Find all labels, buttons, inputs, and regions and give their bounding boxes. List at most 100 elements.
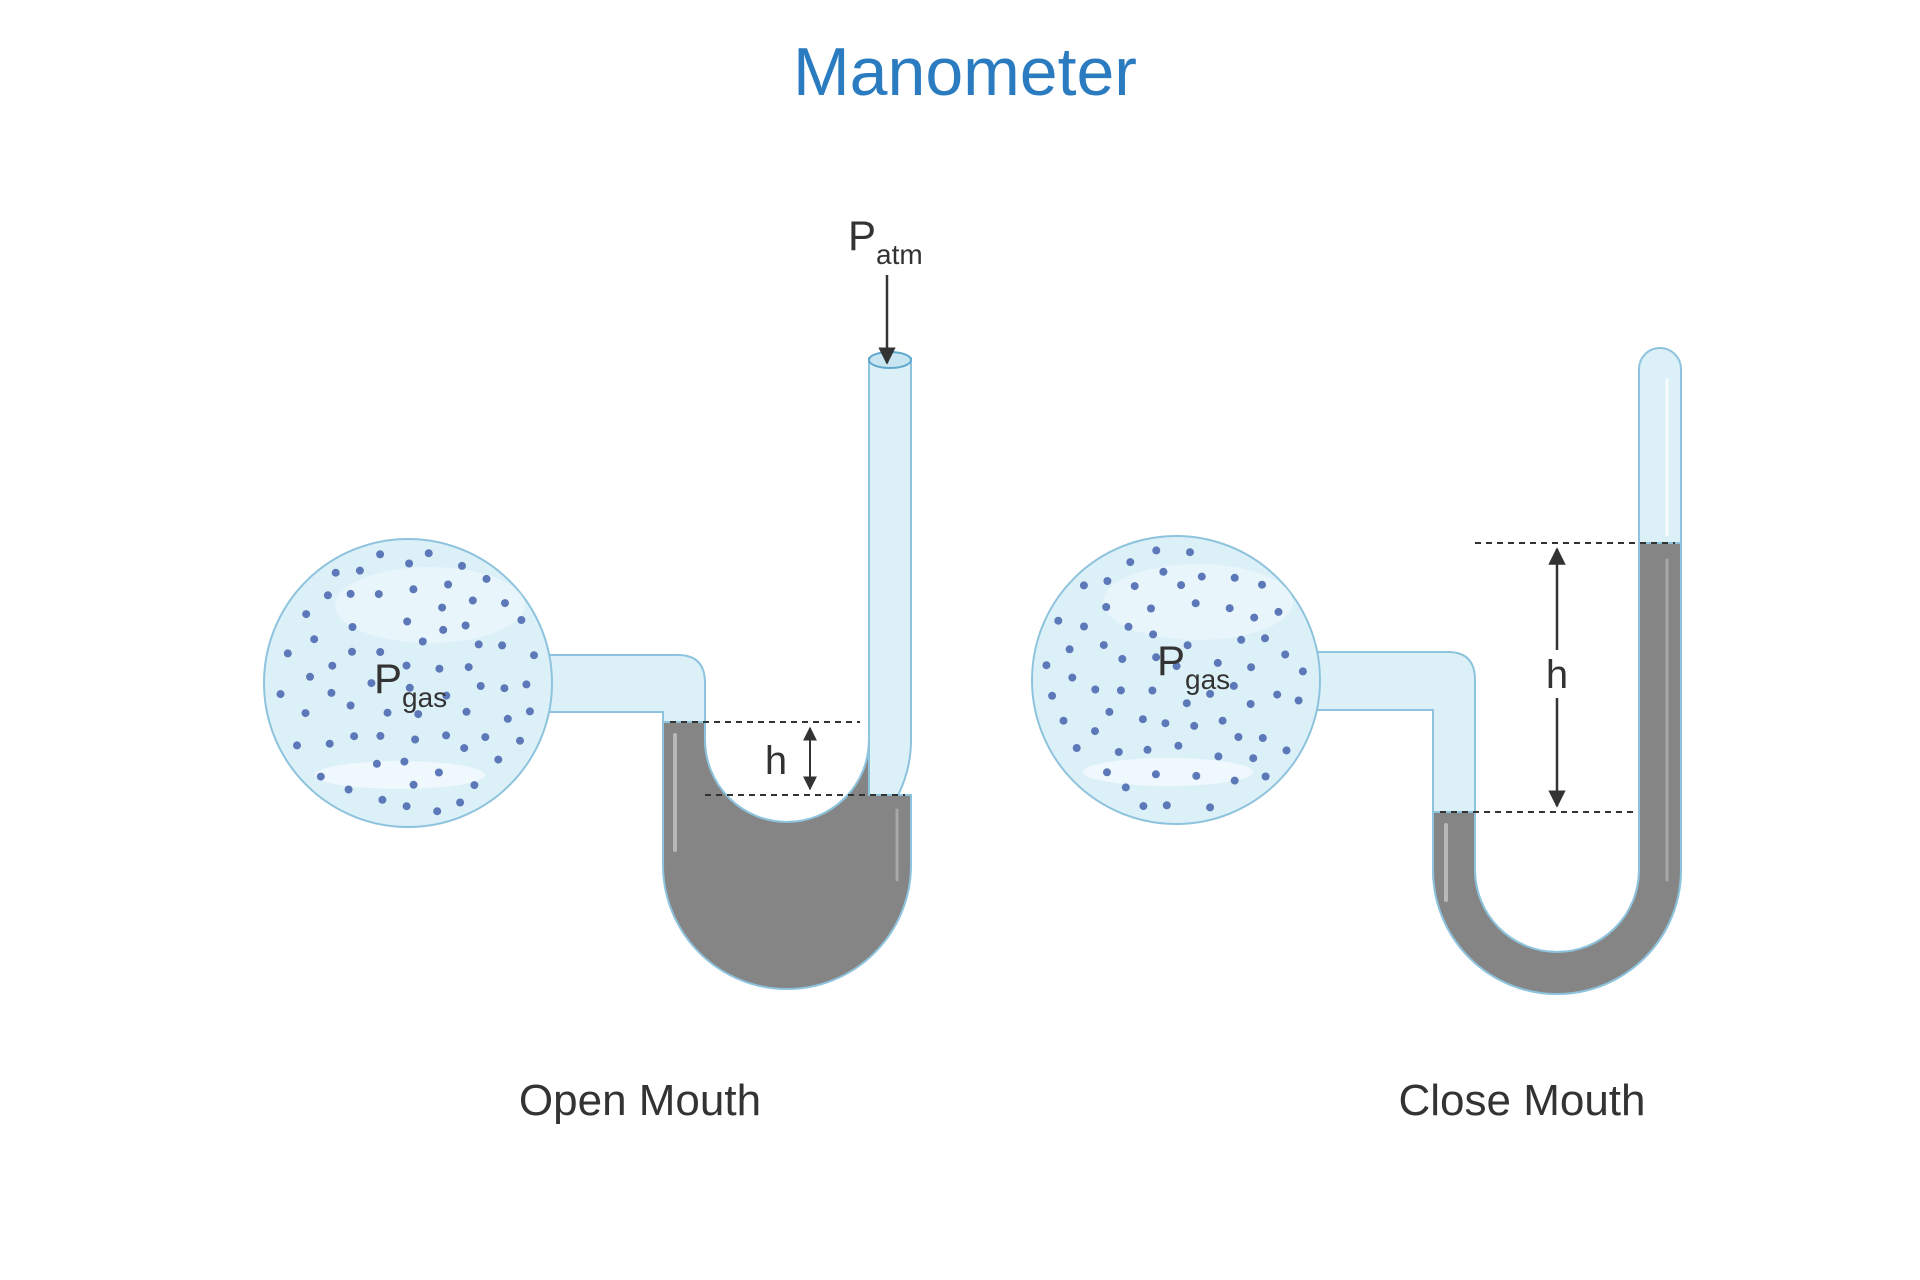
open-gas-molecule bbox=[458, 561, 466, 570]
close-gas-molecule bbox=[1121, 783, 1130, 792]
close-gas-molecule bbox=[1206, 689, 1215, 698]
close-gas-molecule bbox=[1126, 558, 1135, 567]
open-gas-molecule bbox=[405, 559, 414, 568]
close-manometer-mercury bbox=[1432, 542, 1682, 995]
close-gas-molecule bbox=[1172, 662, 1181, 671]
open-gas-molecule bbox=[405, 683, 414, 692]
close-gas-molecule bbox=[1249, 754, 1258, 763]
open-gas-label-main: P bbox=[374, 655, 402, 702]
close-gas-molecule bbox=[1091, 727, 1099, 736]
close-gas-molecule bbox=[1103, 577, 1112, 585]
open-gas-molecule bbox=[481, 733, 490, 742]
open-gas-molecule bbox=[482, 574, 491, 583]
open-gas-molecule bbox=[372, 759, 381, 768]
open-gas-molecule bbox=[350, 732, 359, 741]
close-gas-molecule bbox=[1294, 696, 1303, 705]
close-gas-molecule bbox=[1250, 613, 1259, 622]
close-gas-molecule bbox=[1261, 772, 1270, 781]
open-gas-molecule bbox=[409, 780, 418, 789]
open-height-label: h bbox=[765, 739, 787, 783]
open-gas-molecule bbox=[434, 768, 443, 777]
atm-label-sub: atm bbox=[876, 239, 923, 270]
close-gas-molecule bbox=[1152, 546, 1161, 555]
close-gas-molecule bbox=[1065, 645, 1074, 654]
close-gas-molecule bbox=[1161, 719, 1170, 728]
close-gas-molecule bbox=[1230, 776, 1239, 785]
close-gas-molecule bbox=[1159, 567, 1168, 576]
open-mouth-manometer: Pgas Patm h Open Mouth bbox=[263, 212, 923, 1125]
open-gas-molecule bbox=[494, 755, 503, 764]
close-gas-molecule bbox=[1237, 635, 1246, 644]
open-gas-molecule bbox=[462, 707, 471, 716]
open-gas-molecule bbox=[302, 610, 311, 619]
open-gas-bulb bbox=[263, 538, 553, 828]
close-gas-molecule bbox=[1059, 716, 1068, 725]
close-gas-molecule bbox=[1048, 691, 1057, 700]
open-gas-molecule bbox=[476, 682, 485, 690]
close-mouth-manometer: Pgas h Close Mouth bbox=[1031, 347, 1682, 1125]
open-gas-molecule bbox=[414, 710, 423, 719]
open-gas-molecule bbox=[376, 550, 385, 559]
close-gas-molecule bbox=[1214, 752, 1223, 761]
close-gas-molecule bbox=[1247, 663, 1256, 672]
close-gas-molecule bbox=[1298, 667, 1307, 676]
open-gas-molecules bbox=[276, 549, 538, 816]
close-gas-molecule bbox=[1177, 581, 1186, 590]
open-gas-molecule bbox=[348, 623, 357, 631]
close-height-label-backdrop bbox=[1540, 650, 1574, 698]
close-gas-molecule bbox=[1190, 721, 1199, 730]
open-gas-molecule bbox=[293, 741, 301, 750]
close-gas-molecule bbox=[1103, 768, 1111, 777]
open-gas-molecule bbox=[331, 568, 340, 577]
close-gas-molecule bbox=[1072, 744, 1081, 752]
close-gas-label-main: P bbox=[1157, 637, 1185, 684]
close-gas-molecule bbox=[1218, 716, 1227, 725]
open-gas-molecule bbox=[344, 785, 353, 794]
page-title: Manometer bbox=[793, 34, 1137, 110]
close-gas-molecule bbox=[1102, 603, 1111, 611]
close-gas-label-sub: gas bbox=[1185, 664, 1230, 695]
open-gas-molecule bbox=[400, 757, 409, 766]
open-gas-molecule bbox=[346, 701, 355, 710]
open-gas-molecule bbox=[461, 621, 470, 630]
open-gas-molecule bbox=[498, 641, 507, 650]
open-gas-molecule bbox=[310, 635, 319, 644]
close-gas-molecule bbox=[1054, 616, 1063, 625]
close-gas-molecule bbox=[1139, 802, 1148, 811]
open-gas-molecule bbox=[403, 617, 412, 626]
open-gas-molecule bbox=[348, 647, 356, 656]
close-gas-molecule bbox=[1191, 599, 1200, 608]
close-gas-molecule bbox=[1114, 748, 1123, 756]
close-mouth-caption: Close Mouth bbox=[1398, 1076, 1645, 1125]
open-gas-molecule bbox=[409, 585, 418, 594]
close-gas-molecule bbox=[1124, 622, 1133, 631]
atmospheric-pressure-label: Patm bbox=[848, 212, 923, 270]
open-gas-molecule bbox=[301, 709, 310, 718]
open-gas-label-sub: gas bbox=[402, 682, 447, 713]
close-gas-molecule bbox=[1099, 641, 1108, 650]
open-gas-molecule bbox=[327, 688, 336, 697]
close-bulb-reflection bbox=[1083, 758, 1253, 786]
close-gas-molecule bbox=[1147, 604, 1155, 613]
open-gas-molecule bbox=[323, 591, 332, 600]
close-gas-molecule bbox=[1258, 734, 1267, 742]
open-gas-molecule bbox=[376, 648, 385, 656]
open-gas-molecule bbox=[433, 807, 442, 816]
open-gas-molecule bbox=[470, 781, 479, 790]
close-gas-molecule bbox=[1261, 634, 1269, 643]
close-gas-molecule bbox=[1116, 686, 1125, 695]
close-gas-molecule bbox=[1080, 622, 1088, 631]
open-manometer-mercury bbox=[662, 721, 912, 990]
open-gas-molecule bbox=[306, 672, 314, 681]
open-tube-mouth bbox=[868, 351, 912, 369]
open-mouth-caption: Open Mouth bbox=[519, 1076, 761, 1125]
close-gas-molecule bbox=[1246, 700, 1255, 708]
close-gas-molecule bbox=[1118, 655, 1127, 663]
close-gas-molecule bbox=[1197, 572, 1206, 581]
close-gas-molecule bbox=[1151, 770, 1160, 779]
open-gas-molecule bbox=[474, 640, 483, 649]
close-gas-molecule bbox=[1258, 580, 1266, 589]
close-height-label: h bbox=[1546, 653, 1568, 697]
open-gas-molecule bbox=[464, 663, 473, 672]
